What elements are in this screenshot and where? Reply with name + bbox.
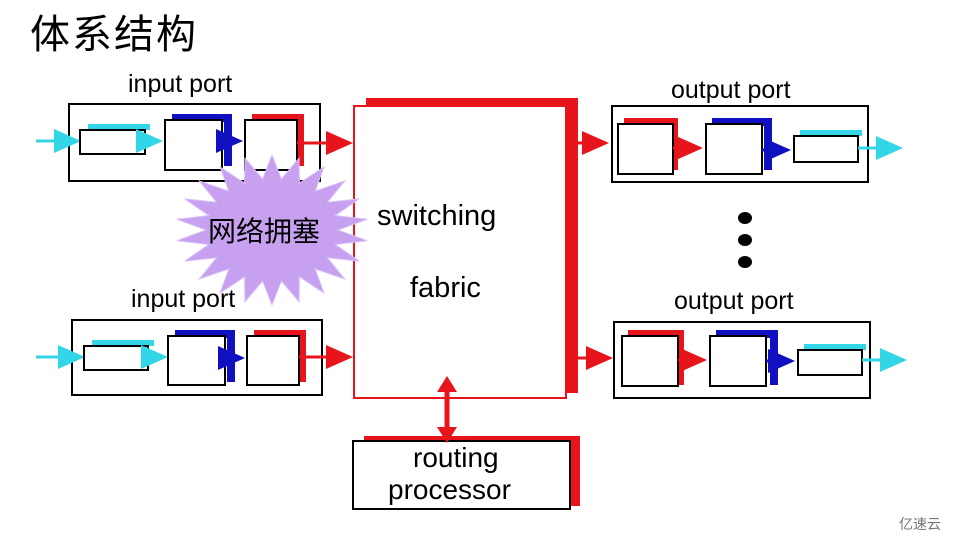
ellipsis-dots	[738, 212, 752, 268]
routing-processor	[352, 436, 580, 510]
output-port-label-bottom: output port	[674, 287, 794, 315]
output-port-label-top: output port	[671, 76, 791, 104]
output-port-top	[566, 105, 903, 183]
congestion-label: 网络拥塞	[208, 215, 321, 248]
switching-label: switching	[377, 200, 497, 232]
input-port-label-top: input port	[128, 70, 233, 98]
fabric-label: fabric	[410, 272, 481, 304]
page-title: 体系结构	[30, 12, 198, 58]
processor-label: processor	[388, 474, 511, 505]
output-port-bottom	[566, 321, 907, 399]
routing-label: routing	[413, 442, 499, 473]
bidirectional-arrow	[437, 376, 457, 443]
input-port-bottom	[36, 319, 353, 396]
congestion-starburst	[176, 153, 368, 307]
watermark-logo: 亿速云	[899, 517, 941, 533]
input-port-top	[36, 103, 353, 182]
input-port-label-bottom: input port	[131, 285, 236, 313]
switching-fabric	[353, 98, 578, 399]
